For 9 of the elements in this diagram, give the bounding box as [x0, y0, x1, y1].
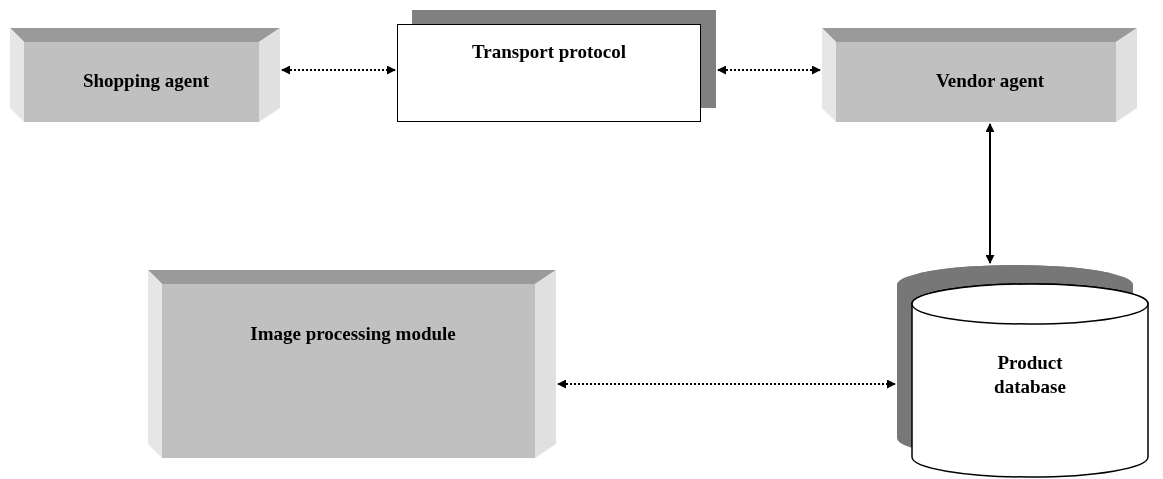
arrow [281, 65, 396, 75]
node-label: Vendor agent [934, 69, 1046, 93]
arrow [717, 65, 821, 75]
node-label: Shopping agent [81, 69, 211, 93]
node-label: Transport protocol [471, 40, 627, 64]
node-label: Image processing module [249, 322, 457, 346]
arrow [985, 123, 995, 264]
arrow [557, 379, 896, 389]
node-label: Product database [993, 351, 1067, 399]
